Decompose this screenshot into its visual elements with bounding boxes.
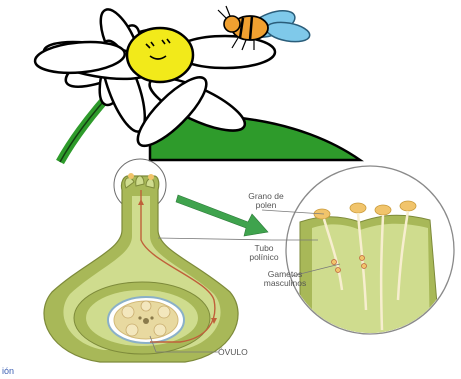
label-grano-de-polen: Grano de polen	[244, 192, 288, 210]
label-gametos-masculinos: Gametos masculinos	[256, 270, 314, 288]
label-tubo-polinico: Tubo polínico	[244, 244, 284, 262]
magnified-stigma	[286, 166, 454, 340]
daisy-illustration	[34, 4, 360, 162]
flower-center	[127, 28, 193, 82]
caption-fragment: ión	[2, 366, 14, 376]
pistil-diagram	[44, 159, 238, 362]
label-ovulo: ÓVULO	[218, 348, 258, 357]
